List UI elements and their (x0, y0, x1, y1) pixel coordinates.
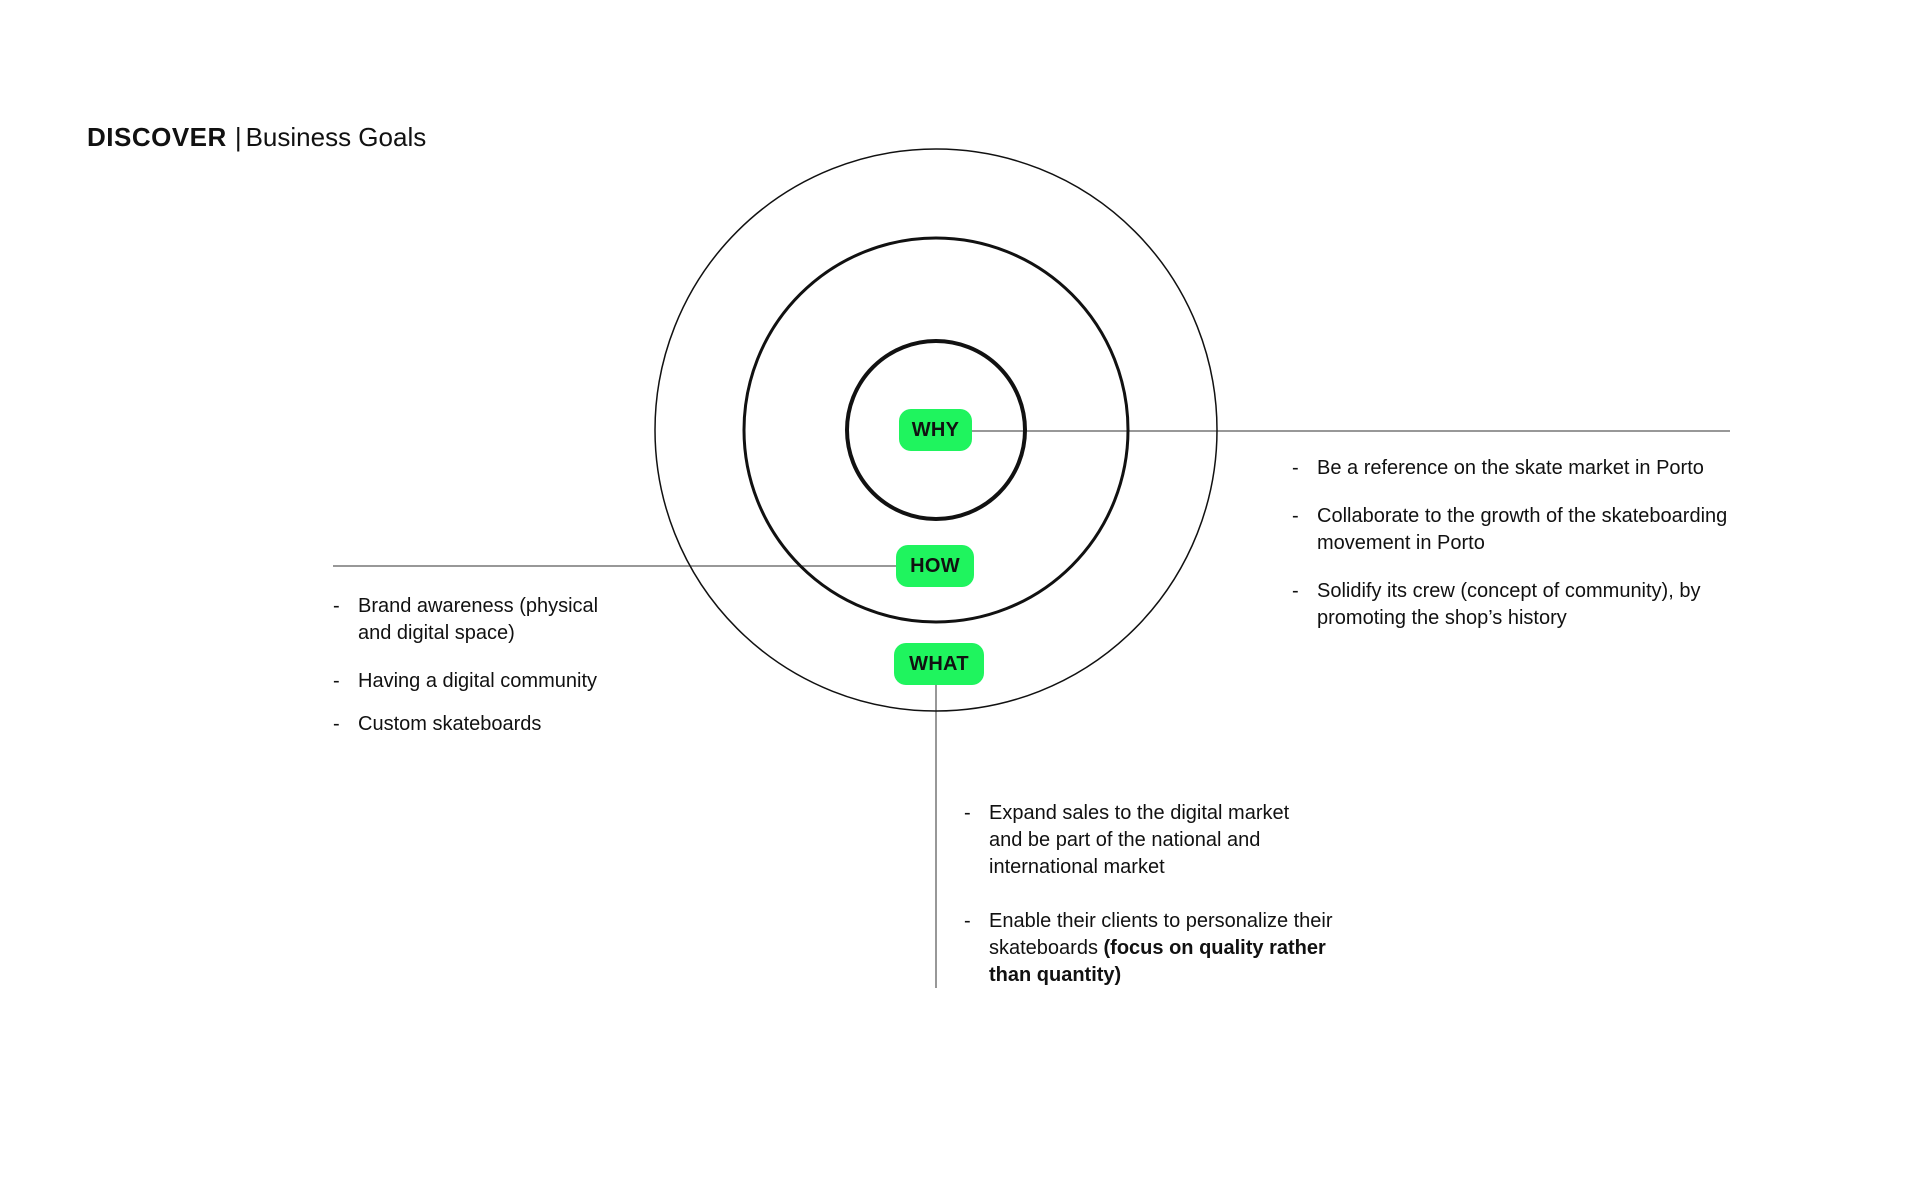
why-list: Be a reference on the skate market in Po… (1292, 455, 1762, 632)
section-label: DISCOVER (87, 122, 227, 152)
list-item: Enable their clients to personalize thei… (964, 908, 1334, 989)
page-title: DISCOVER|Business Goals (87, 121, 426, 153)
list-item: Expand sales to the digital market and b… (964, 800, 1319, 881)
why-badge: WHY (899, 409, 972, 451)
list-item-text: Enable their clients to personalize thei… (989, 910, 1333, 959)
list-item: Having a digital community (333, 668, 633, 695)
title-separator: | (234, 122, 242, 152)
what-list: Expand sales to the digital market and b… (964, 800, 1344, 989)
how-badge: HOW (896, 545, 974, 587)
list-item: Solidify its crew (concept of community)… (1292, 578, 1762, 632)
list-item: Collaborate to the growth of the skatebo… (1292, 503, 1737, 557)
list-item: Brand awareness (physical and digital sp… (333, 593, 623, 647)
how-list: Brand awareness (physical and digital sp… (333, 593, 633, 738)
what-badge: WHAT (894, 643, 984, 685)
list-item: Custom skateboards (333, 711, 633, 738)
page-subtitle: Business Goals (245, 122, 427, 152)
what-ring (654, 148, 1218, 712)
list-item-emphasis: (focus on quality rather than quantity) (989, 937, 1326, 986)
how-ring (742, 236, 1130, 624)
why-ring (845, 339, 1027, 521)
list-item: Be a reference on the skate market in Po… (1292, 455, 1762, 482)
